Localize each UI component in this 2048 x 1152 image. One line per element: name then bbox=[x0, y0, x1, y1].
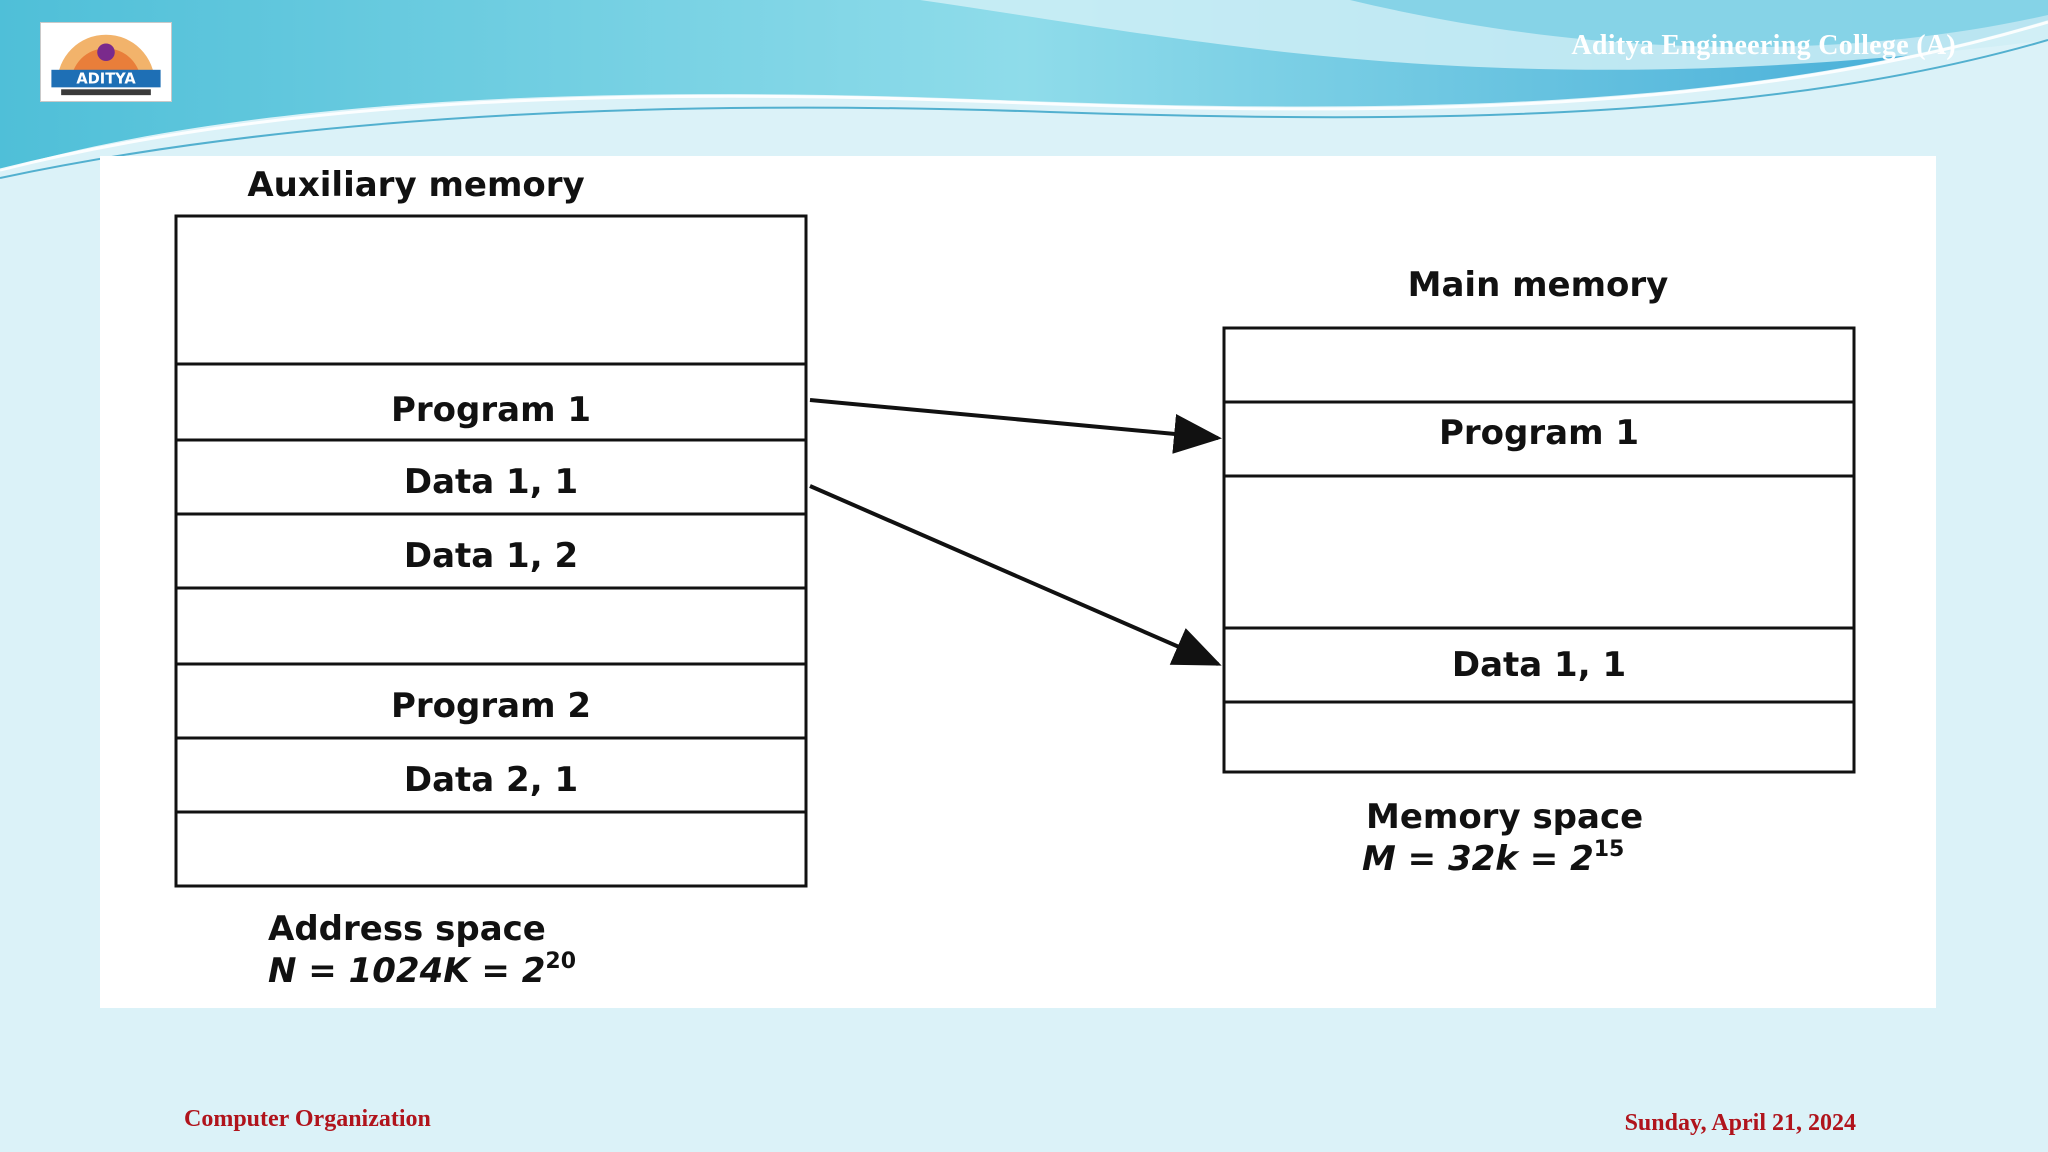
arrow-data-1-1 bbox=[809, 484, 1222, 666]
memory-space-label: Memory space bbox=[1366, 797, 1643, 837]
main-block-program-1: Program 1 bbox=[1439, 413, 1639, 453]
memory-space-formula: M = 32k = 215 bbox=[1362, 837, 1624, 879]
aux-block-data-1-1: Data 1, 1 bbox=[404, 462, 578, 502]
svg-text:ADITYA: ADITYA bbox=[76, 70, 136, 87]
memory-space-exponent: 15 bbox=[1594, 837, 1625, 862]
college-name: Aditya Engineering College (A) bbox=[1571, 30, 1956, 61]
address-space-formula: N = 1024K = 220 bbox=[268, 949, 576, 991]
aux-memory-title: Auxiliary memory bbox=[247, 165, 584, 205]
aux-block-program-1: Program 1 bbox=[391, 390, 591, 430]
aux-memory-stack bbox=[174, 214, 808, 888]
main-memory-title: Main memory bbox=[1408, 265, 1669, 305]
logo-emblem-icon: ADITYA bbox=[51, 34, 161, 96]
footer-course-title: Computer Organization bbox=[184, 1106, 431, 1132]
main-memory-stack bbox=[1222, 326, 1856, 774]
memory-diagram: Auxiliary memory Program 1 Data 1, 1 Dat… bbox=[100, 156, 1936, 1008]
aux-block-program-2: Program 2 bbox=[391, 686, 591, 726]
aux-block-data-1-2: Data 1, 2 bbox=[404, 536, 578, 576]
footer-date: Sunday, April 21, 2024 bbox=[1624, 1110, 1856, 1136]
college-logo: ADITYA bbox=[40, 22, 172, 102]
address-space-exponent: 20 bbox=[545, 949, 576, 974]
memory-space-formula-text: M = 32k = 2 bbox=[1362, 839, 1594, 879]
main-block-data-1-1: Data 1, 1 bbox=[1452, 645, 1626, 685]
memory-diagram-svg: Auxiliary memory Program 1 Data 1, 1 Dat… bbox=[174, 165, 1856, 991]
header-wave bbox=[0, 0, 2048, 179]
arrow-program-1 bbox=[809, 398, 1222, 454]
address-space-label: Address space bbox=[268, 909, 546, 949]
address-space-formula-text: N = 1024K = 2 bbox=[268, 951, 545, 991]
aux-block-data-2-1: Data 2, 1 bbox=[404, 760, 578, 800]
